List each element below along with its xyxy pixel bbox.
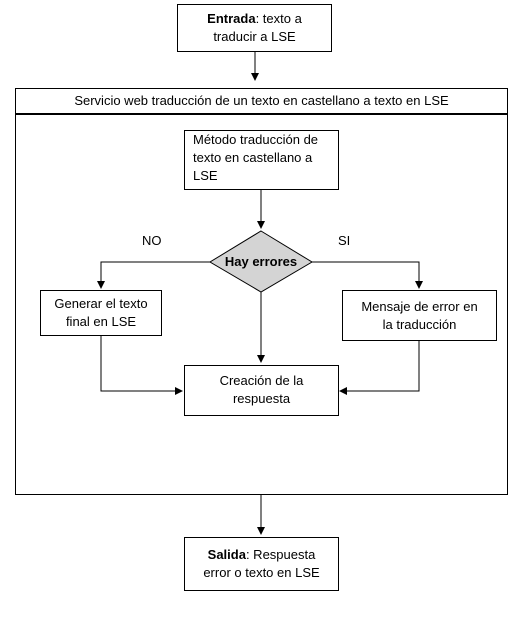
salida-line1: Salida: Respuesta <box>207 547 316 562</box>
decision-diamond <box>209 230 313 293</box>
creacion-box: Creación de la respuesta <box>184 365 339 416</box>
metodo-line3: LSE <box>193 168 218 183</box>
salida-line2: error o texto en LSE <box>203 565 320 580</box>
service-container <box>15 88 508 495</box>
mensaje-box: Mensaje de error en la traducción <box>342 290 497 341</box>
mensaje-line1: Mensaje de error en <box>361 298 478 314</box>
entrada-box: Entrada: texto a traducir a LSE <box>177 4 332 52</box>
decision-label: Hay errores <box>224 254 298 269</box>
si-label: SI <box>338 233 351 248</box>
no-label: NO <box>142 233 162 248</box>
generar-line1: Generar el texto <box>54 296 148 311</box>
metodo-line1: Método traducción de <box>193 132 319 147</box>
entrada-line2: traducir a LSE <box>213 29 296 44</box>
mensaje-line2: la traducción <box>382 316 457 332</box>
arrow-decision-to-mensaje <box>310 261 423 289</box>
arrow-mensaje-to-creacion <box>339 341 420 395</box>
creacion-line2: respuesta <box>232 391 291 406</box>
service-title: Servicio web traducción de un texto en c… <box>15 88 508 115</box>
metodo-box: Método traducción de texto en castellano… <box>184 130 339 190</box>
metodo-line2: texto en castellano a <box>193 150 313 165</box>
salida-box: Salida: Respuesta error o texto en LSE <box>184 537 339 591</box>
creacion-line1: Creación de la <box>219 373 304 388</box>
arrow-generar-to-creacion <box>100 336 183 395</box>
arrow-decision-to-generar <box>97 261 212 289</box>
generar-box: Generar el texto final en LSE <box>40 290 162 336</box>
entrada-line1: Entrada: texto a <box>207 11 302 26</box>
generar-line2: final en LSE <box>65 314 137 329</box>
